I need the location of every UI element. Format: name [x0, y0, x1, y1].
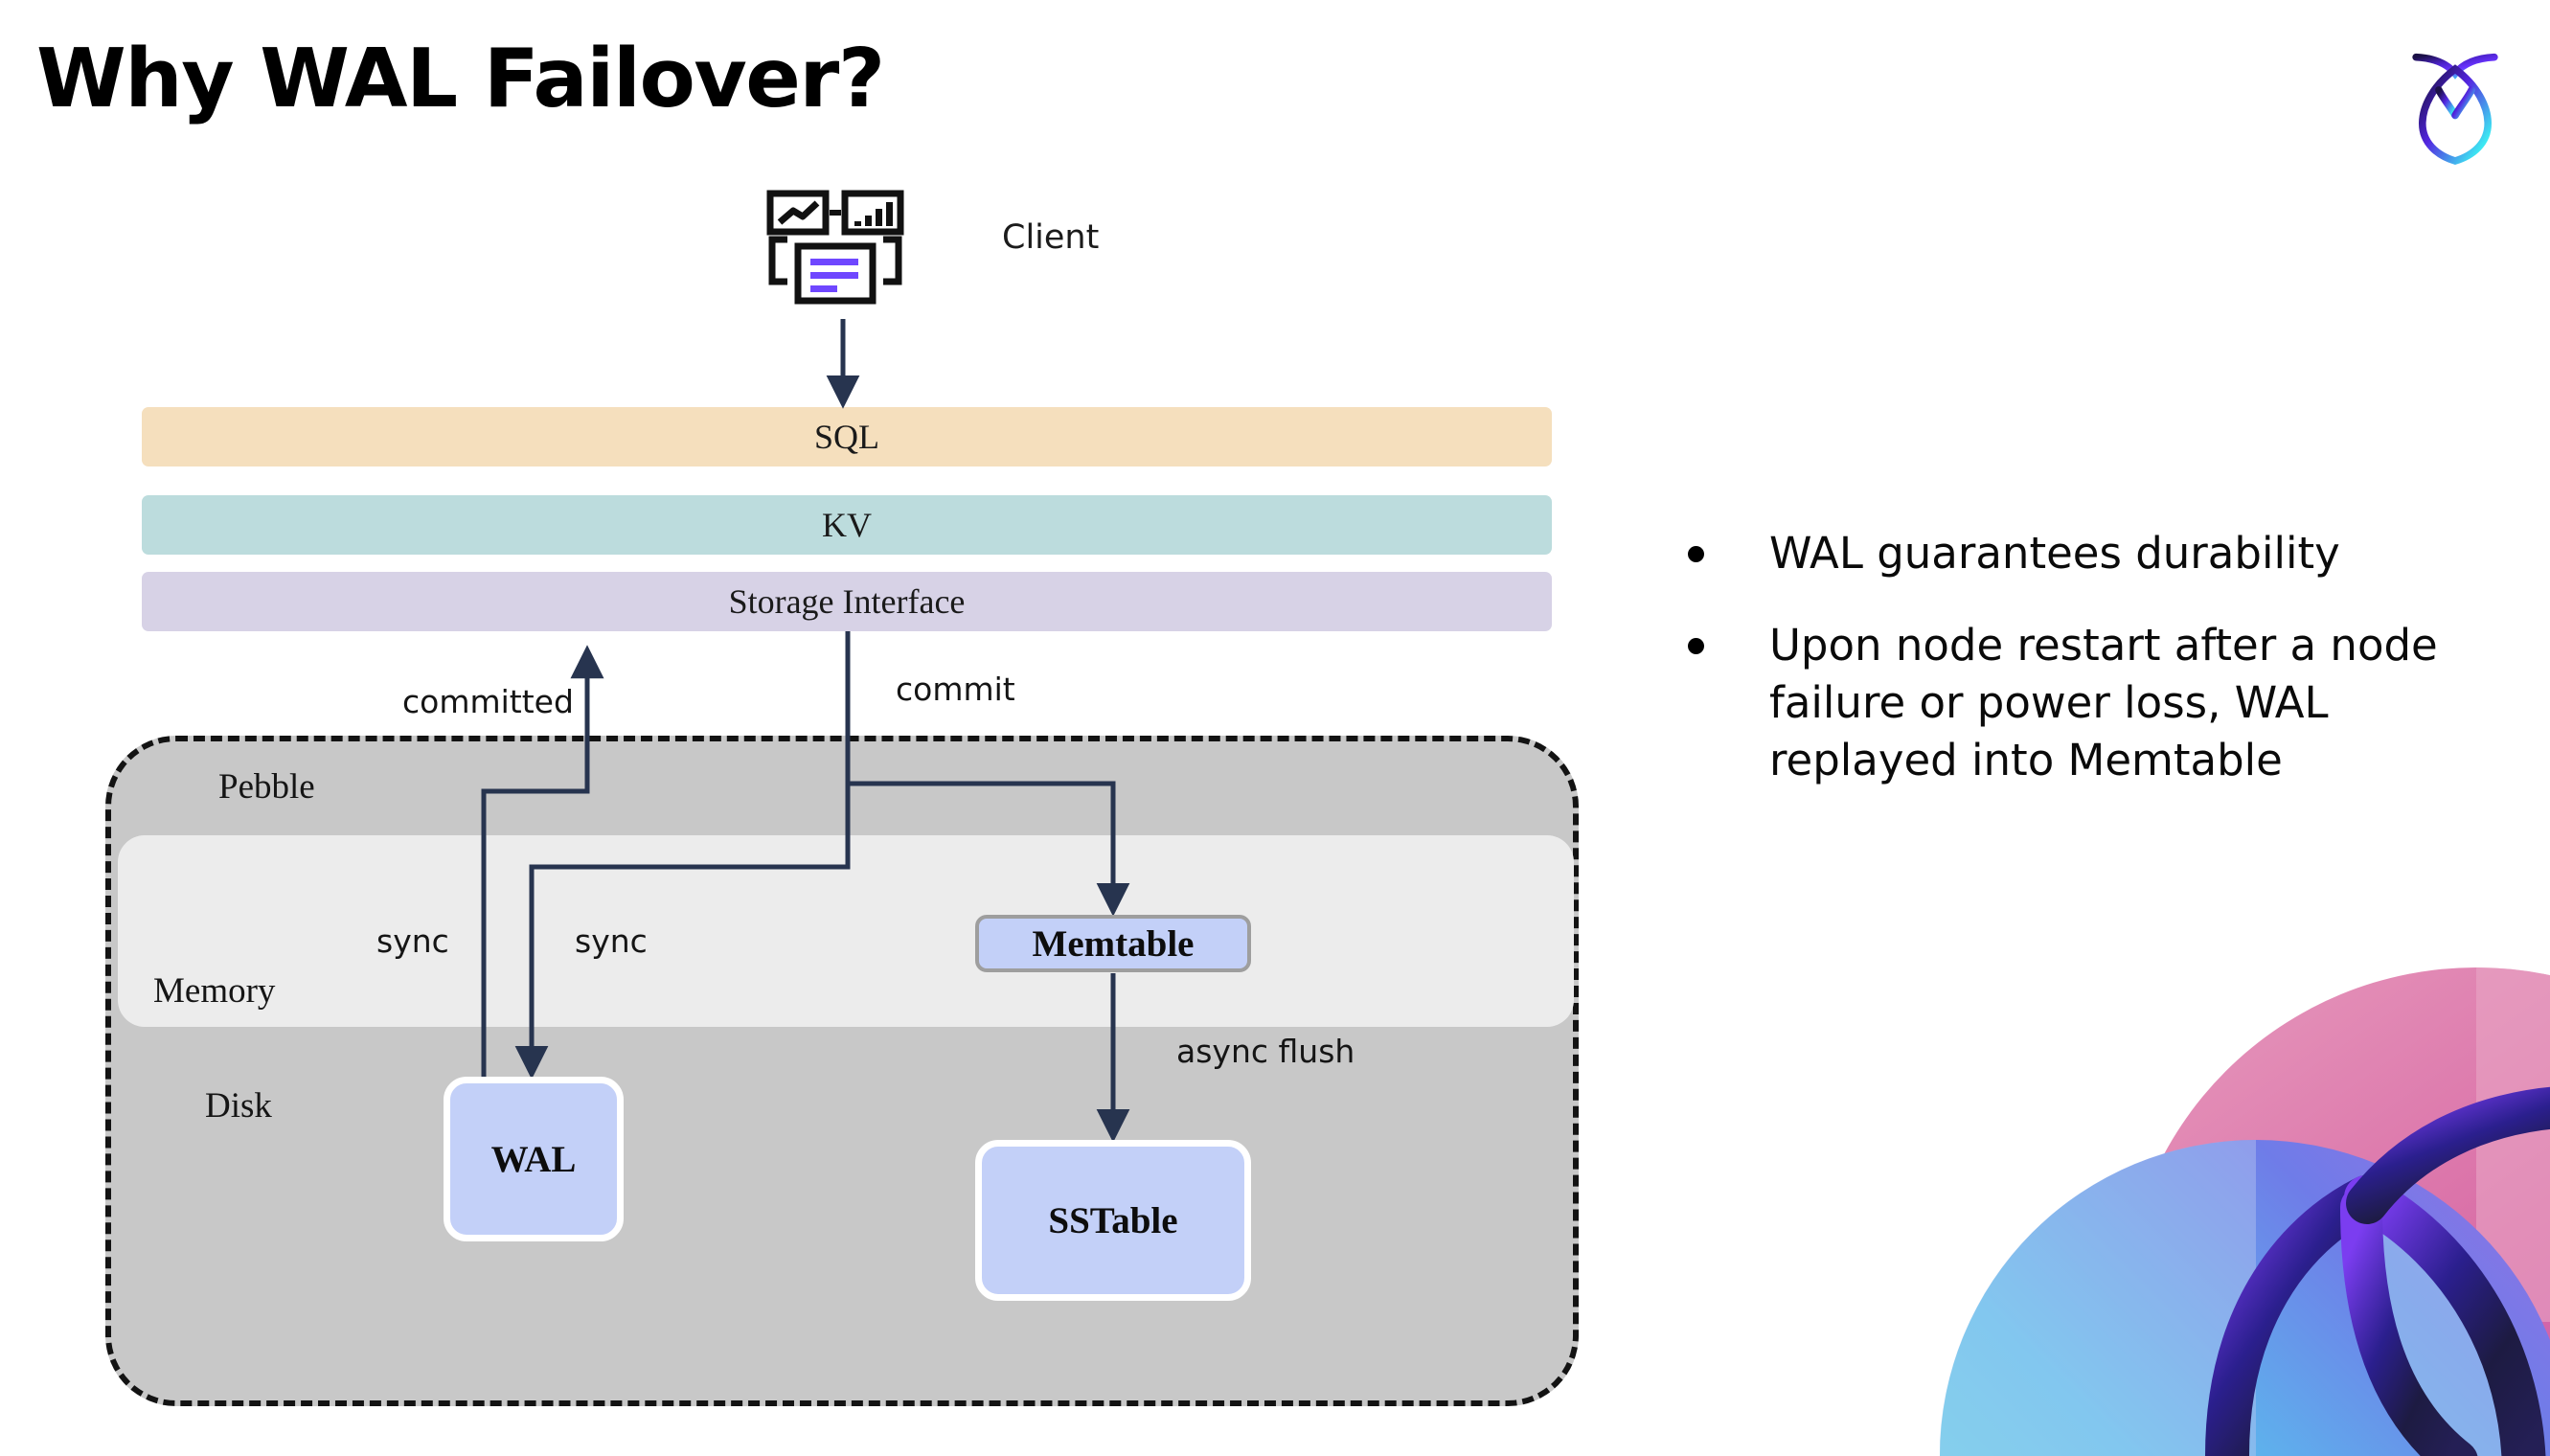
- bullet-dot-icon: [1688, 546, 1704, 562]
- page-title: Why WAL Failover?: [36, 32, 885, 126]
- layer-bar-storage-interface: Storage Interface: [142, 572, 1552, 631]
- memory-label: Memory: [153, 971, 276, 1011]
- bullet-dot-icon: [1688, 637, 1704, 654]
- node-memtable-label: Memtable: [1032, 922, 1195, 965]
- layer-bar-sql-label: SQL: [813, 418, 879, 456]
- bullet-text: Upon node restart after a node failure o…: [1769, 619, 2438, 785]
- node-sstable-label: SSTable: [1048, 1199, 1178, 1241]
- layer-bar-kv-label: KV: [822, 506, 872, 544]
- pebble-label: Pebble: [218, 767, 315, 807]
- memory-band: [118, 835, 1574, 1027]
- edge-label-async-flush: async flush: [1176, 1033, 1355, 1070]
- layer-bar-kv: KV: [142, 495, 1552, 555]
- node-wal-label: WAL: [490, 1138, 577, 1180]
- cockroach-labs-watermark-icon: [1940, 920, 2550, 1456]
- node-sstable: SSTable: [975, 1140, 1251, 1301]
- bullet-list: WAL guarantees durability Upon node rest…: [1688, 525, 2493, 823]
- edge-label-committed: committed: [402, 683, 574, 720]
- bullet-text: WAL guarantees durability: [1769, 528, 2340, 579]
- list-item: Upon node restart after a node failure o…: [1688, 617, 2493, 789]
- client-dashboard-icon: [766, 190, 920, 319]
- layer-bar-storage-interface-label: Storage Interface: [728, 582, 966, 621]
- edge-label-commit: commit: [896, 671, 1015, 708]
- client-label: Client: [1002, 218, 1100, 257]
- edge-label-sync-right: sync: [575, 922, 648, 960]
- node-memtable: Memtable: [975, 915, 1251, 972]
- edge-label-sync-left: sync: [376, 922, 449, 960]
- list-item: WAL guarantees durability: [1688, 525, 2493, 582]
- node-wal: WAL: [444, 1077, 624, 1241]
- cockroach-labs-logo-icon: [2382, 34, 2528, 179]
- disk-label: Disk: [205, 1086, 272, 1126]
- layer-bar-sql: SQL: [142, 407, 1552, 466]
